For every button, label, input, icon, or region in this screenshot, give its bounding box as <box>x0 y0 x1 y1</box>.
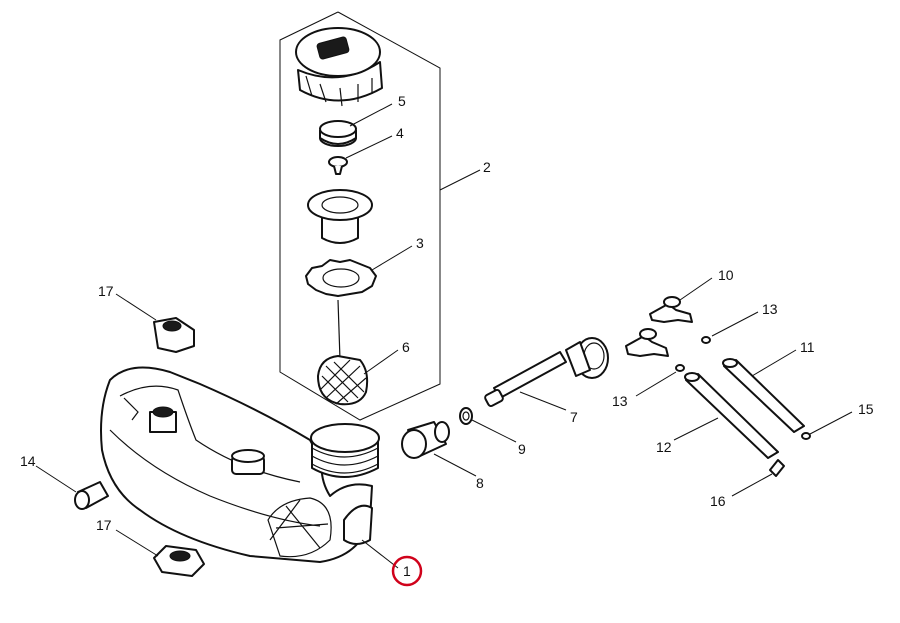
fuel-tank[interactable] <box>100 366 380 563</box>
elbow-connector-lower[interactable] <box>625 328 669 357</box>
hose-short[interactable] <box>684 372 779 459</box>
tank-plug[interactable] <box>74 481 109 510</box>
callout-13-lower[interactable]: 13 <box>612 393 628 409</box>
leader-lines <box>35 103 853 569</box>
callout-2[interactable]: 2 <box>483 159 491 175</box>
callout-11[interactable]: 11 <box>800 339 815 355</box>
callout-7[interactable]: 7 <box>570 409 578 425</box>
fuel-filter[interactable] <box>401 421 450 459</box>
callout-17-lower[interactable]: 17 <box>96 517 112 533</box>
callout-1[interactable]: 1 <box>403 563 411 579</box>
callout-9[interactable]: 9 <box>518 441 526 457</box>
hose-long[interactable] <box>722 358 805 433</box>
callout-8[interactable]: 8 <box>476 475 484 491</box>
o-ring-lower[interactable] <box>675 364 685 372</box>
callout-13-upper[interactable]: 13 <box>762 301 778 317</box>
grommet-upper[interactable] <box>153 317 195 353</box>
filler-neck[interactable] <box>307 189 373 244</box>
hose-fitting[interactable] <box>769 459 785 477</box>
callout-labels: 5 4 2 3 6 17 10 13 11 13 7 9 12 15 8 16 … <box>20 93 874 587</box>
gasket-ring[interactable] <box>305 259 377 297</box>
callout-14[interactable]: 14 <box>20 453 36 469</box>
callout-17-upper[interactable]: 17 <box>98 283 114 299</box>
callout-15[interactable]: 15 <box>858 401 874 417</box>
callout-12[interactable]: 12 <box>656 439 672 455</box>
callout-10[interactable]: 10 <box>718 267 734 283</box>
callout-6[interactable]: 6 <box>402 339 410 355</box>
cap-screw[interactable] <box>328 156 348 175</box>
hose-clip[interactable] <box>459 407 473 425</box>
o-ring-upper[interactable] <box>701 336 711 344</box>
callout-16[interactable]: 16 <box>710 493 726 509</box>
callout-4[interactable]: 4 <box>396 125 404 141</box>
callout-5[interactable]: 5 <box>398 93 406 109</box>
fuel-filter-screen[interactable] <box>317 299 369 406</box>
highlight-circle <box>391 555 423 587</box>
fuel-cap[interactable] <box>295 27 383 107</box>
cap-assembly-frame <box>279 11 441 421</box>
fuel-pickup-line[interactable] <box>484 337 609 407</box>
cap-seal-plug[interactable] <box>319 120 357 147</box>
elbow-connector-upper[interactable] <box>649 296 693 323</box>
o-ring-end[interactable] <box>801 432 811 440</box>
callout-3[interactable]: 3 <box>416 235 424 251</box>
grommet-lower[interactable] <box>153 545 205 577</box>
